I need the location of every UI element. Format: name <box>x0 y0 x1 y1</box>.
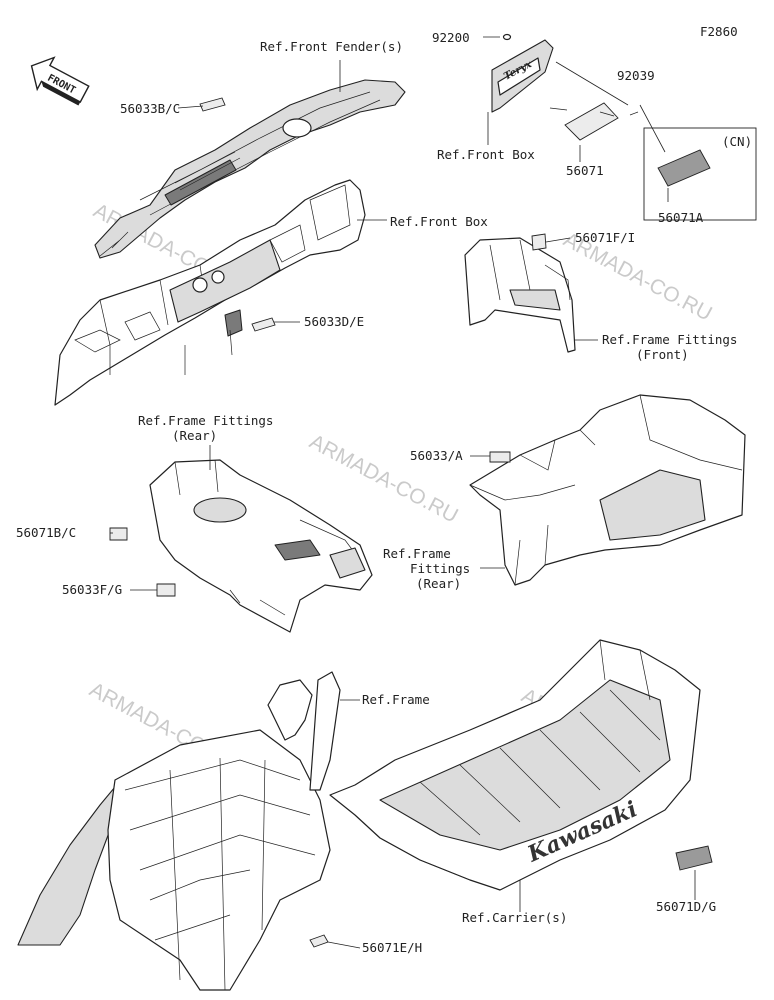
callouts: 92200 92039 Ref.Front Fender(s) 56033B/C… <box>16 30 737 955</box>
label-56033a-text: 56033/A <box>410 448 463 463</box>
ref-front-fender: Ref.Front Fender(s) <box>260 39 403 54</box>
ref-ff-rear-b-3: (Rear) <box>416 576 461 591</box>
ref-carrier: Ref.Carrier(s) <box>462 910 567 925</box>
label-56071-text: 56071 <box>566 163 604 178</box>
label-56071a-text: 56071A <box>658 210 704 225</box>
label-56071eh <box>309 934 329 948</box>
label-56071 <box>564 102 619 141</box>
frame-fitting-rear-a <box>109 459 373 633</box>
label-56033fg <box>156 583 176 597</box>
frame-fitting-front <box>464 233 576 353</box>
ref-front-box-1: Ref.Front Box <box>437 147 535 162</box>
label-92200: 92200 <box>432 30 470 45</box>
label-56071dg-text: 56071D/G <box>656 899 716 914</box>
label-56071dg <box>675 845 713 871</box>
figure-code: F2860 <box>700 24 738 39</box>
region-note: (CN) <box>722 134 752 149</box>
label-56033de-text: 56033D/E <box>304 314 364 329</box>
front-fender <box>94 79 406 259</box>
label-56071fi <box>531 233 547 251</box>
label-56071bc <box>109 527 128 541</box>
label-56071bc-text: 56071B/C <box>16 525 76 540</box>
ref-frame: Ref.Frame <box>362 692 430 707</box>
ref-ff-rear-a-2: (Rear) <box>172 428 217 443</box>
frame-fitting-rear-b <box>469 394 746 586</box>
ref-ff-rear-b-2: Fittings <box>410 561 470 576</box>
ref-ff-front-1: Ref.Frame Fittings <box>602 332 737 347</box>
ref-front-box-2: Ref.Front Box <box>390 214 488 229</box>
label-56033bc <box>199 97 226 112</box>
label-56033bc-text: 56033B/C <box>120 101 180 116</box>
label-56033fg-text: 56033F/G <box>62 582 122 597</box>
front-box-lid: Teryx <box>491 33 639 116</box>
front-arrow: FRONT <box>30 56 90 106</box>
carrier: Kawasaki <box>329 639 713 891</box>
label-56033de <box>251 317 276 332</box>
front-box-dash <box>54 179 366 406</box>
label-56071eh-text: 56071E/H <box>362 940 422 955</box>
label-92039: 92039 <box>617 68 655 83</box>
ref-ff-front-2: (Front) <box>636 347 689 362</box>
watermark-3: ARMADA-CO.RU <box>306 430 462 528</box>
frame <box>17 671 341 991</box>
cn-box <box>643 127 757 221</box>
ref-ff-rear-b-1: Ref.Frame <box>383 546 451 561</box>
label-56033a <box>489 451 511 463</box>
ref-ff-rear-a-1: Ref.Frame Fittings <box>138 413 273 428</box>
leader-lines <box>110 36 696 949</box>
label-56071fi-text: 56071F/I <box>575 230 635 245</box>
label-56071a <box>657 149 711 187</box>
